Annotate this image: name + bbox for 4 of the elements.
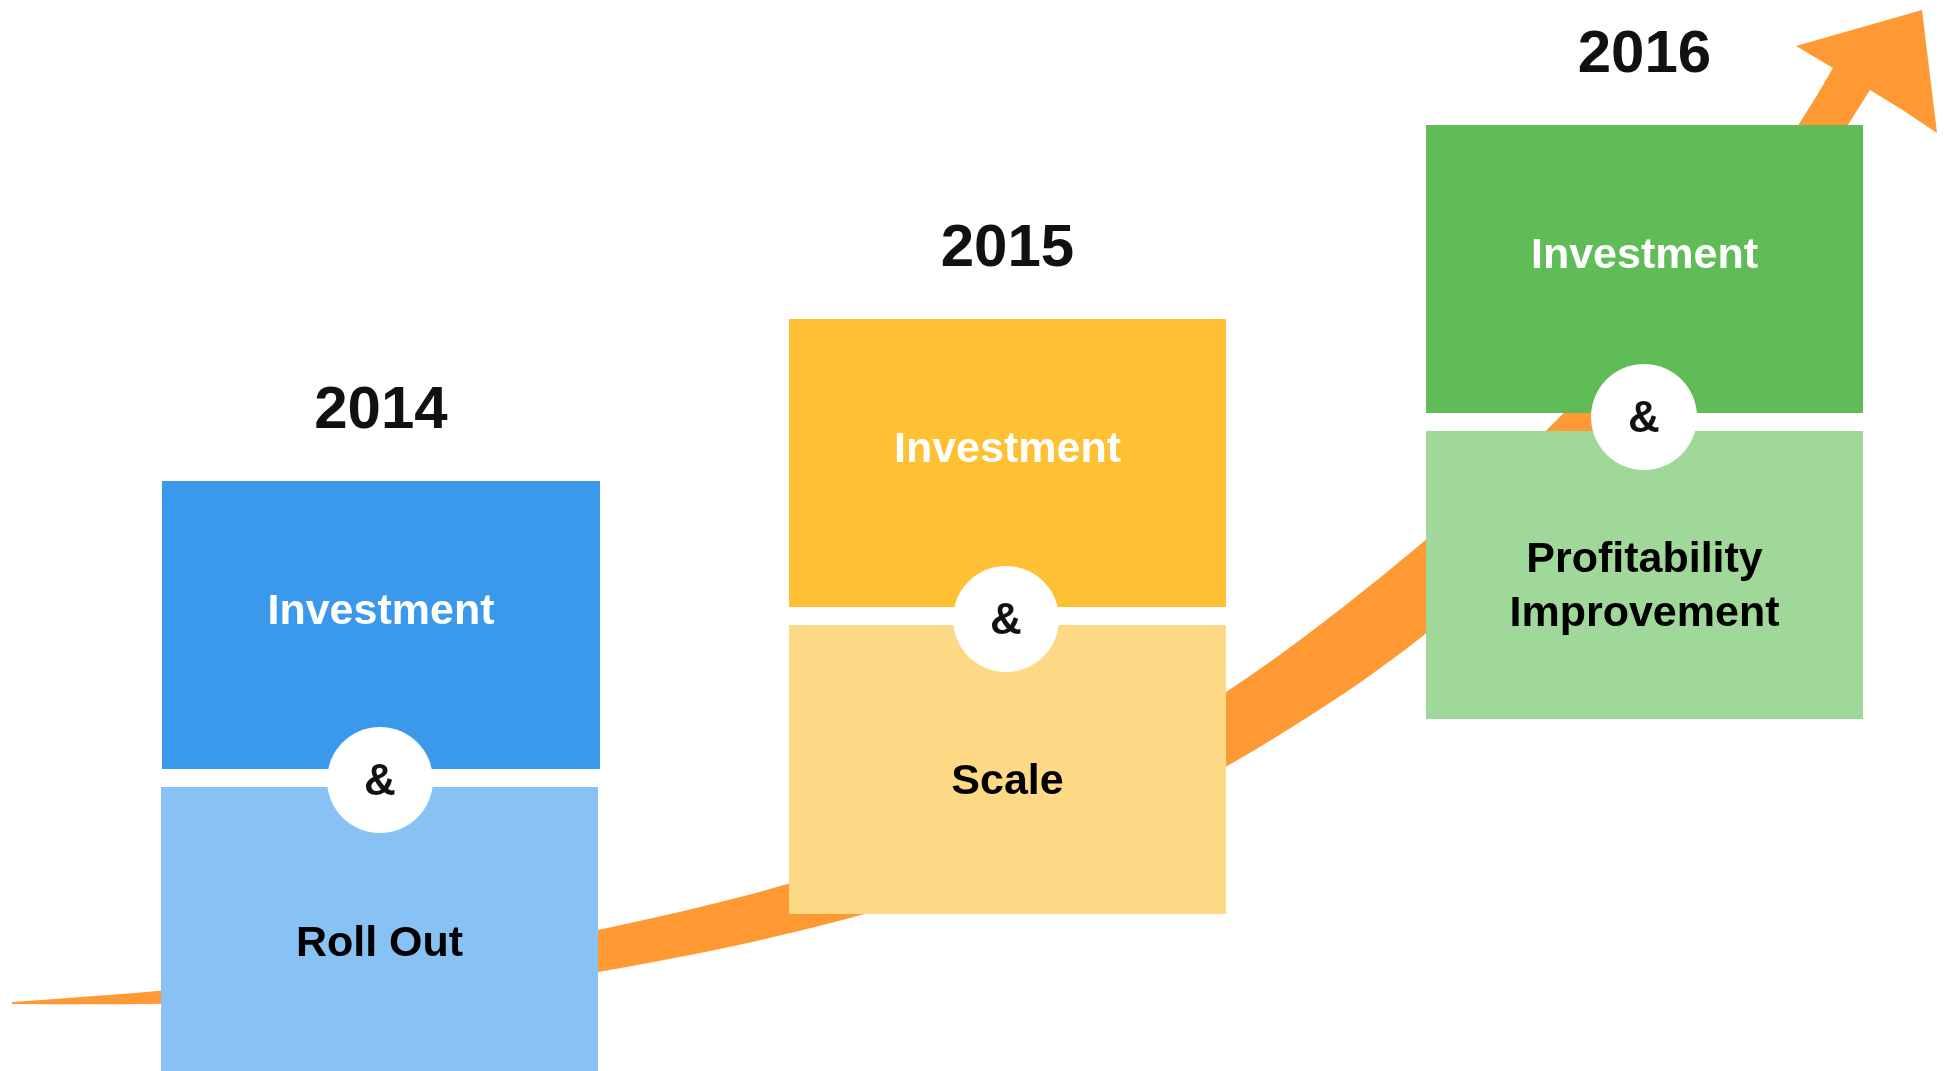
stage-box: Profitability Improvement xyxy=(1426,431,1863,719)
year-heading: 2015 xyxy=(939,211,1076,280)
year-heading: 2014 xyxy=(313,373,449,442)
year-heading: 2016 xyxy=(1576,17,1713,86)
